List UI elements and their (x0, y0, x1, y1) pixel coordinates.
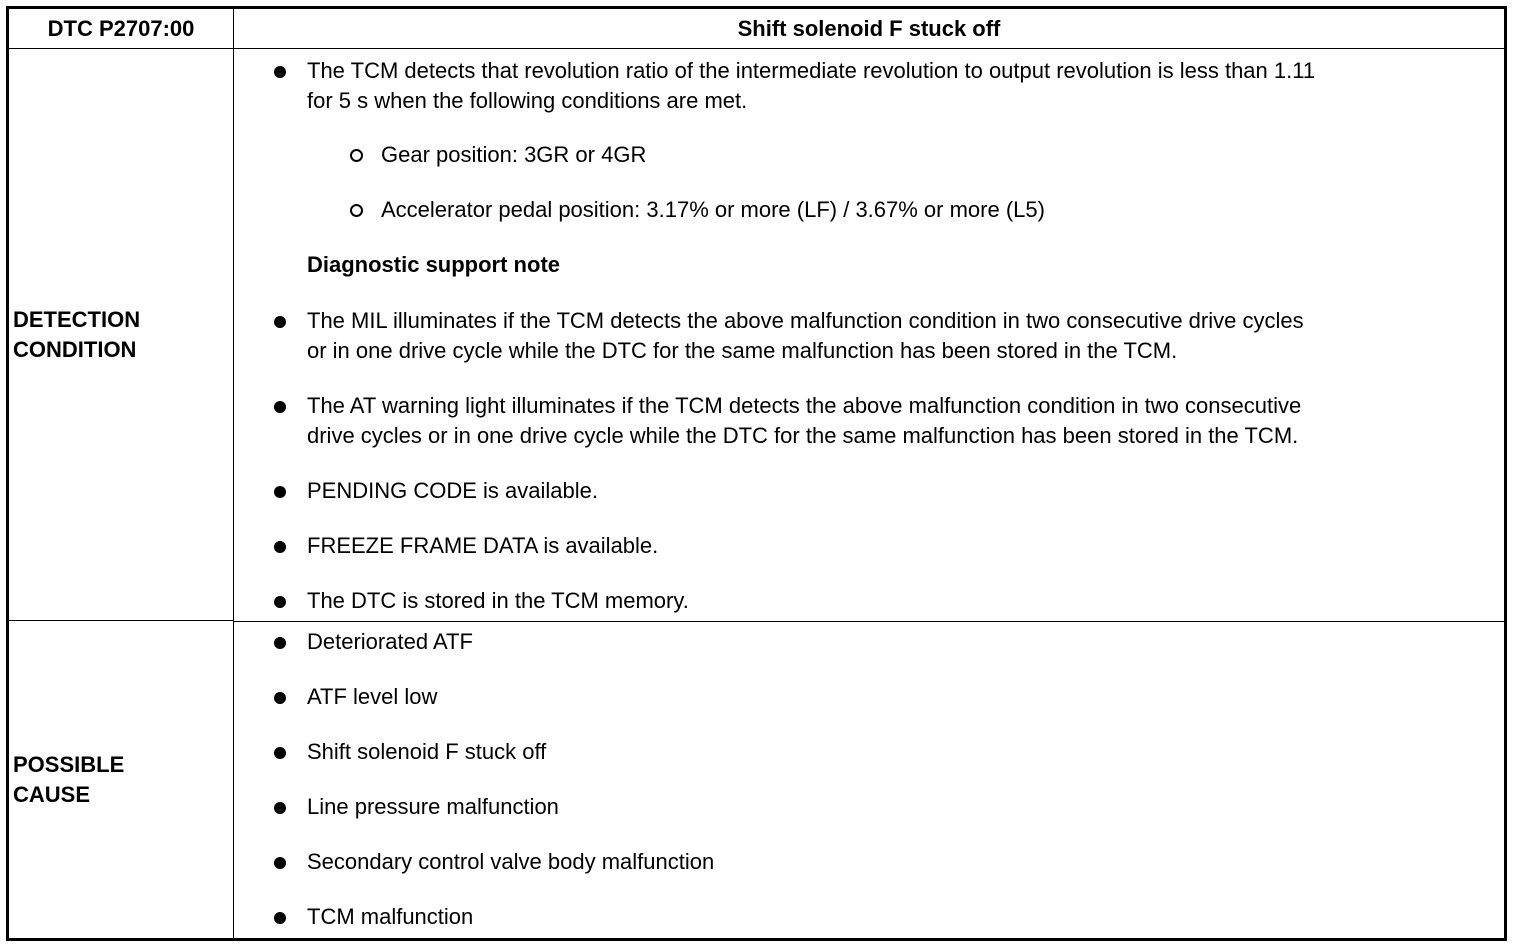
dtc-title-header: Shift solenoid F stuck off (234, 9, 1504, 49)
detection-item-1: The TCM detects that revolution ratio of… (307, 56, 1477, 116)
detection-sub-2: Accelerator pedal position: 3.17% or mor… (381, 197, 1045, 222)
detection-item-2-line2: or in one drive cycle while the DTC for … (307, 338, 1178, 363)
detection-condition-label: DETECTION CONDITION (9, 49, 234, 621)
cause-item: Secondary control valve body malfunction (307, 849, 715, 874)
bullet-icon (274, 857, 286, 869)
detection-item-2: The MIL illuminates if the TCM detects t… (307, 306, 1477, 366)
detection-item-1-line2: for 5 s when the following conditions ar… (307, 88, 748, 113)
bullet-icon (274, 486, 286, 498)
detection-item-6: The DTC is stored in the TCM memory. (307, 588, 689, 613)
bullet-icon (274, 637, 286, 649)
dtc-table: DTC P2707:00 Shift solenoid F stuck off … (6, 6, 1507, 941)
detection-sub-1: Gear position: 3GR or 4GR (381, 142, 647, 167)
cause-item: Shift solenoid F stuck off (307, 739, 547, 764)
cause-item: TCM malfunction (307, 904, 474, 929)
cause-label-line1: POSSIBLE (13, 751, 125, 777)
bullet-icon (274, 541, 286, 553)
detection-item-3: The AT warning light illuminates if the … (307, 391, 1477, 451)
detection-item-5: FREEZE FRAME DATA is available. (307, 533, 659, 558)
bullet-icon (274, 802, 286, 814)
cause-item: ATF level low (307, 684, 438, 709)
bullet-icon (274, 912, 286, 924)
bullet-icon (274, 692, 286, 704)
cause-label-line2: CAUSE (13, 781, 91, 807)
diagnostic-support-note-heading: Diagnostic support note (307, 252, 560, 277)
detection-item-3-line2: drive cycles or in one drive cycle while… (307, 423, 1299, 448)
dtc-code-header: DTC P2707:00 (9, 9, 234, 49)
bullet-icon (274, 316, 286, 328)
detection-item-4: PENDING CODE is available. (307, 478, 598, 503)
cause-item: Deteriorated ATF (307, 629, 473, 654)
bullet-icon (274, 401, 286, 413)
detection-label-line2: CONDITION (13, 336, 137, 362)
detection-item-1-line1: The TCM detects that revolution ratio of… (307, 58, 1316, 83)
bullet-icon (274, 747, 286, 759)
row-divider (234, 621, 1504, 622)
bullet-icon (274, 66, 286, 78)
open-circle-bullet-icon (350, 204, 363, 217)
detection-item-3-line1: The AT warning light illuminates if the … (307, 393, 1302, 418)
bullet-icon (274, 596, 286, 608)
detection-item-2-line1: The MIL illuminates if the TCM detects t… (307, 308, 1304, 333)
possible-cause-label: POSSIBLE CAUSE (9, 621, 234, 938)
cause-item: Line pressure malfunction (307, 794, 559, 819)
open-circle-bullet-icon (350, 149, 363, 162)
detection-label-line1: DETECTION (13, 306, 141, 332)
